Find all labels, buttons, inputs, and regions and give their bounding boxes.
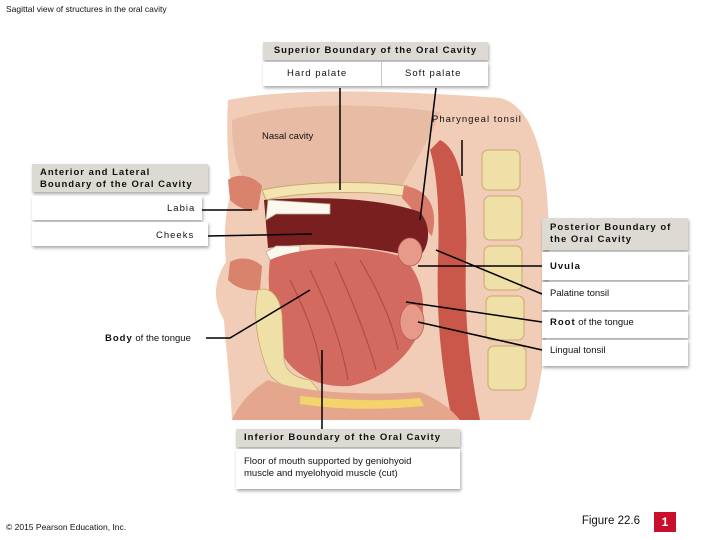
lower-lip bbox=[228, 258, 262, 291]
leader-root-tongue bbox=[405, 301, 543, 323]
cheeks-box bbox=[32, 222, 208, 246]
floor-box bbox=[236, 449, 460, 489]
uvula-label: Uvula bbox=[550, 261, 581, 272]
floor-line1: Floor of mouth supported by geniohyoid bbox=[244, 456, 412, 467]
posterior-boundary-header: Posterior Boundary of the Oral Cavity bbox=[542, 218, 688, 250]
tongue-fibers bbox=[289, 259, 399, 381]
posterior-header-line2: the Oral Cavity bbox=[550, 234, 633, 245]
palatine-tonsil-shape bbox=[397, 237, 423, 267]
soft-palate-label: Soft palate bbox=[405, 68, 462, 79]
pharyngeal-tonsil-label: Pharyngeal tonsil bbox=[432, 114, 522, 126]
palatine-tonsil-box bbox=[542, 282, 688, 310]
vertebra-5 bbox=[487, 345, 527, 391]
root-tongue-box bbox=[542, 312, 688, 338]
labia-box bbox=[32, 196, 202, 220]
superior-boundary-header: Superior Boundary of the Oral Cavity bbox=[263, 42, 488, 60]
posterior-header-line1: Posterior Boundary of bbox=[550, 222, 672, 233]
upper-lip bbox=[228, 175, 262, 211]
uvula-box bbox=[542, 252, 688, 280]
figure-label: Figure 22.6 bbox=[581, 515, 640, 527]
pharyngeal-tonsil-text: Pharyngeal tonsil bbox=[432, 114, 522, 125]
leader-cheeks bbox=[207, 233, 313, 237]
palatine-tonsil-label: Palatine tonsil bbox=[550, 288, 610, 299]
inferior-boundary-header: Inferior Boundary of the Oral Cavity bbox=[236, 429, 460, 447]
floor-label: Floor of mouth supported by geniohyoid m… bbox=[244, 456, 411, 480]
body-rest: of the tongue bbox=[132, 333, 191, 344]
pharynx-shape bbox=[430, 140, 480, 420]
vertebra-3 bbox=[483, 245, 523, 291]
leader-palatine-tonsil bbox=[435, 249, 543, 295]
hyoid-region bbox=[300, 396, 424, 409]
upper-teeth bbox=[265, 199, 331, 221]
leader-body-tongue bbox=[206, 289, 311, 339]
vertebra-4 bbox=[485, 295, 525, 341]
nasal-cavity-label: Nasal cavity bbox=[262, 131, 314, 142]
nasal-region bbox=[232, 105, 440, 190]
root-tongue-label: Root of the tongue bbox=[550, 317, 634, 328]
anterior-header-line1: Anterior and Lateral bbox=[40, 167, 151, 178]
vertebra-2 bbox=[483, 195, 523, 241]
body-tongue-label: Body of the tongue bbox=[105, 333, 191, 344]
labia-label: Labia bbox=[167, 203, 196, 214]
vertebra-1 bbox=[481, 149, 521, 191]
hard-palate-label: Hard palate bbox=[287, 68, 348, 79]
lingual-tonsil-label: Lingual tonsil bbox=[550, 345, 606, 356]
body-bold: Body bbox=[105, 333, 133, 344]
root-bold: Root bbox=[550, 317, 576, 328]
lingual-tonsil-box bbox=[542, 340, 688, 366]
slide-title: Sagittal view of structures in the oral … bbox=[6, 4, 167, 14]
cheeks-label: Cheeks bbox=[156, 230, 195, 241]
copyright: © 2015 Pearson Education, Inc. bbox=[6, 522, 127, 532]
superior-labels-box bbox=[263, 62, 488, 86]
tongue-shape bbox=[268, 248, 424, 387]
lingual-tonsil-shape bbox=[399, 303, 425, 341]
anterior-header-line2: Boundary of the Oral Cavity bbox=[40, 179, 193, 190]
root-rest: of the tongue bbox=[575, 317, 634, 328]
superior-divider bbox=[381, 62, 382, 86]
page-number-badge: 1 bbox=[654, 512, 676, 532]
leader-soft-palate bbox=[419, 87, 437, 221]
leader-lingual-tonsil bbox=[417, 321, 543, 351]
floor-line2: muscle and myelohyoid muscle (cut) bbox=[244, 468, 398, 479]
anterior-boundary-header: Anterior and Lateral Boundary of the Ora… bbox=[32, 164, 208, 192]
